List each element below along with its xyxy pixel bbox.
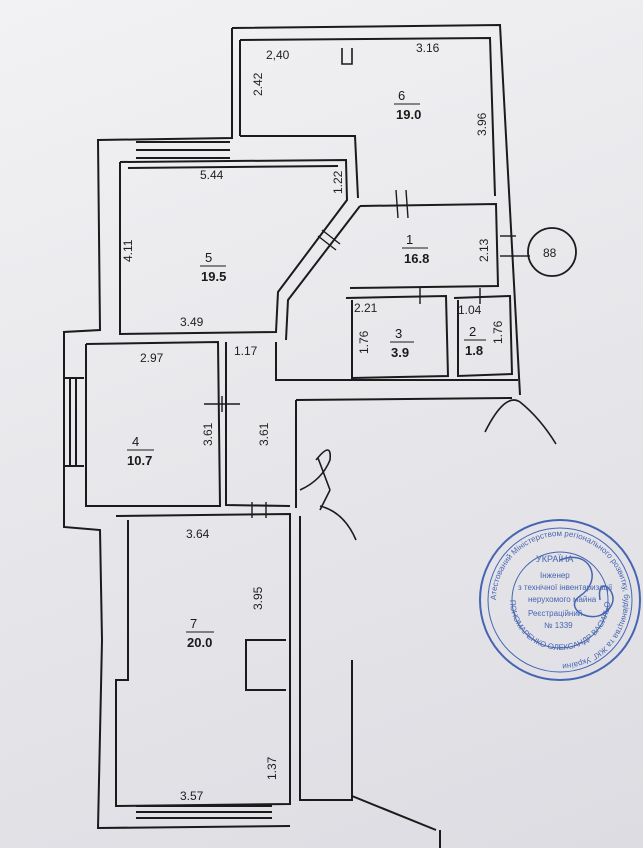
room-4: 4 10.7 [127,434,154,468]
stamp-line-2: з технічної інвентаризації [518,583,613,592]
marker-88: 88 [527,227,577,277]
stamp-reg-label: Реєстраційний [528,609,582,618]
dim-3-64: 3.64 [186,527,210,541]
dim-2-21: 2.21 [354,301,378,315]
room-7-area: 20.0 [187,635,212,650]
stamp-name-arc: ПОНОМАРЕНКО ОЛЕКСАНДР ВАСИЛЬОВИЧ [0,0,612,652]
stamp-line-1: Інженер [540,571,570,580]
door-marks [204,189,530,518]
room-3: 3 3.9 [390,326,414,360]
dim-1-22: 1.22 [331,170,345,194]
dim-2-42: 2.42 [251,72,265,96]
stamp-reg-number: № 1339 [544,621,573,630]
marker-label: 88 [543,246,557,260]
dim-3-57: 3.57 [180,789,204,803]
room-2-area: 1.8 [465,343,483,358]
dim-2-40: 2,40 [266,48,290,62]
stamp-country: УКРАЇНА [536,554,573,564]
dimension-labels: 2,40 3.16 2.42 3.96 5.44 1.22 4.11 2.13 … [121,41,505,803]
room-5-area: 19.5 [201,269,226,284]
dim-3-95: 3.95 [251,586,265,610]
dim-5-44: 5.44 [200,168,224,182]
stamp-line-3: нерухомого майна [528,595,597,604]
dim-2-97: 2.97 [140,351,164,365]
dim-3-61-left: 3.61 [201,422,215,446]
dim-3-49: 3.49 [180,315,204,329]
dim-1-37: 1.37 [265,756,279,780]
dim-3-96: 3.96 [475,112,489,136]
room-3-number: 3 [395,326,402,341]
room-7: 7 20.0 [186,616,214,650]
marker-circle [527,227,577,277]
room-5: 5 19.5 [200,250,226,284]
room-6: 6 19.0 [394,88,421,122]
dim-1-17: 1.17 [234,344,258,358]
room-1-area: 16.8 [404,251,429,266]
room-4-area: 10.7 [127,453,152,468]
dim-4-11: 4.11 [121,239,135,262]
room-2: 2 1.8 [464,324,486,358]
outer-walls [63,23,521,830]
official-stamp: Атестований Міністерством регіонального … [0,0,641,681]
room-6-area: 19.0 [396,107,421,122]
door-arcs [299,48,557,541]
room-1-number: 1 [406,232,413,247]
room-5-number: 5 [205,250,212,265]
dim-1-76-right: 1.76 [491,320,505,344]
room-3-area: 3.9 [391,345,409,360]
room-7-number: 7 [190,616,197,631]
dim-1-04: 1.04 [458,303,482,317]
room-1: 1 16.8 [402,232,429,266]
dim-1-76-left: 1.76 [357,330,371,354]
stamp-signature [559,556,614,618]
interior-walls [85,158,518,848]
room-6-number: 6 [398,88,405,103]
room-2-number: 2 [469,324,476,339]
room-4-number: 4 [132,434,139,449]
dim-2-13: 2.13 [477,238,491,262]
dim-3-16: 3.16 [416,41,440,55]
dim-3-61-right: 3.61 [257,422,271,446]
